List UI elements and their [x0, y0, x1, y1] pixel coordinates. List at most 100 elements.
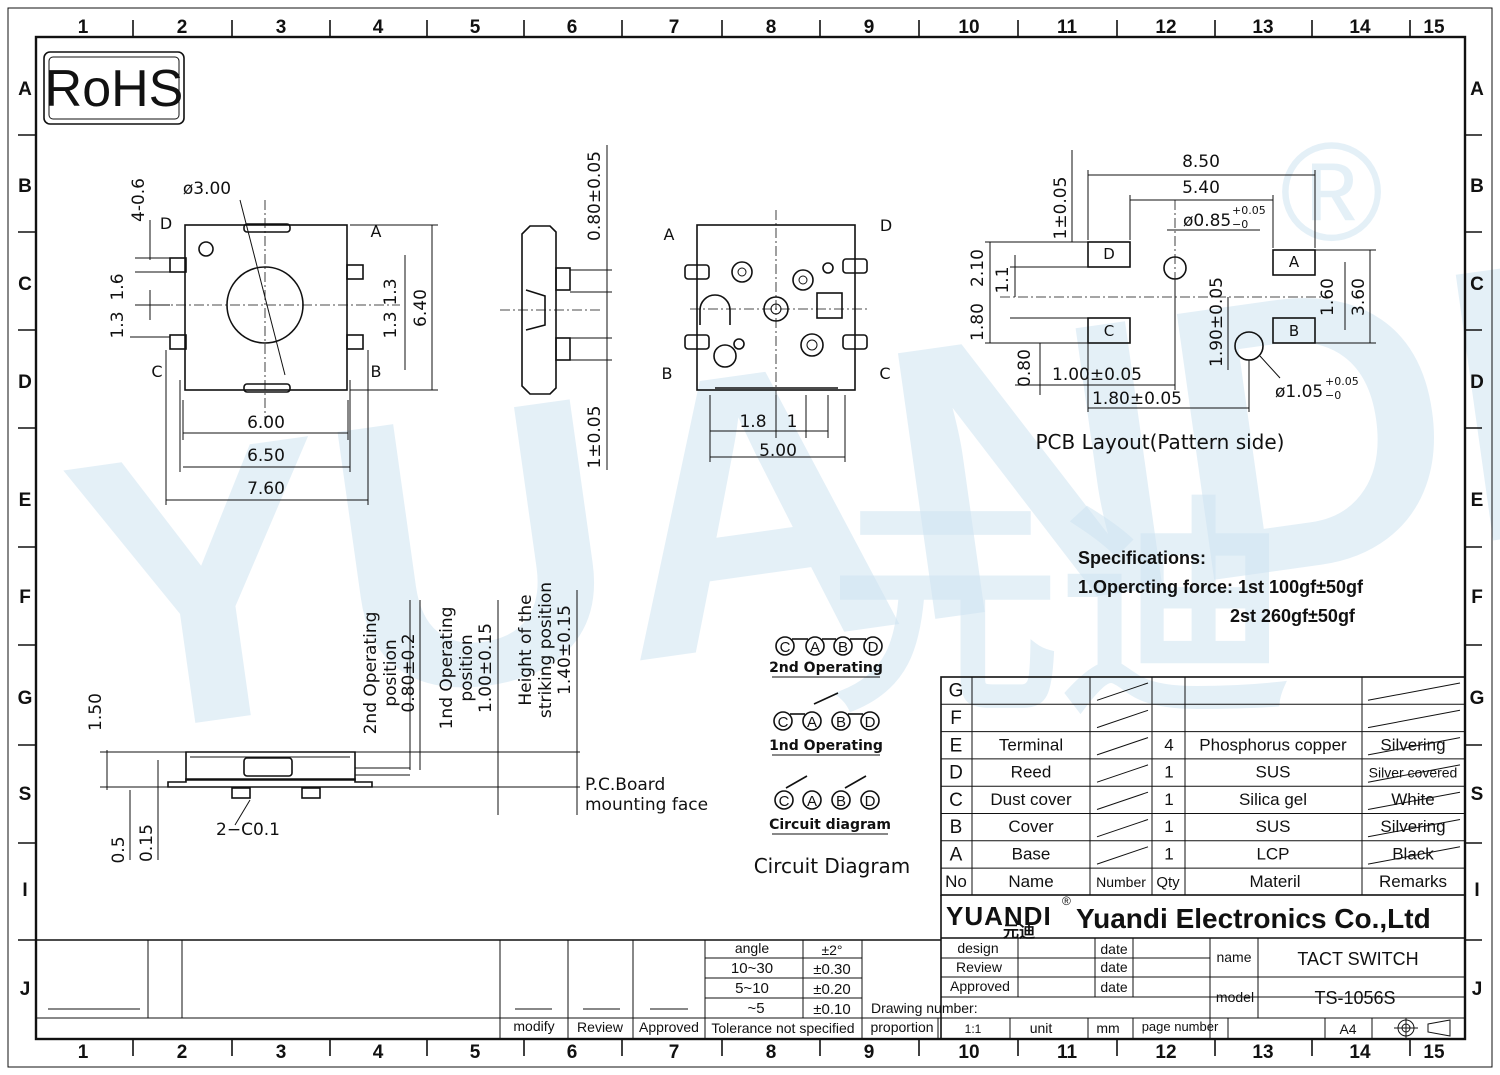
row-label-left: F — [19, 587, 31, 608]
circuit-terminal-a-icon — [805, 636, 825, 656]
tb-unit-value: mm — [1096, 1020, 1119, 1036]
col-label-top: 14 — [1349, 17, 1371, 38]
col-label-top: 3 — [276, 17, 287, 38]
circuit-title: Circuit Diagram — [754, 854, 911, 878]
row-label-left: I — [22, 880, 27, 901]
circuit-terminal-a-icon — [802, 711, 822, 731]
tol-r1-value: ±0.30 — [813, 961, 850, 978]
circuit-terminal-label: D — [865, 793, 876, 810]
row-label-left: C — [18, 274, 32, 295]
hs-line2: striking position — [536, 582, 556, 718]
row-label-left: E — [19, 490, 32, 511]
rev-approved: Approved — [639, 1019, 699, 1035]
tb-design: design — [957, 940, 998, 956]
circuit-terminal-label: A — [810, 639, 820, 656]
dim-5-00: 5.00 — [759, 441, 797, 461]
pcb-tol-small-dn: −0 — [1232, 218, 1248, 231]
bom-qty: 1 — [1164, 790, 1173, 809]
dim-side-bottom: 1±0.05 — [585, 406, 605, 469]
pcb-dim-3-60: 3.60 — [1349, 278, 1369, 316]
pcb-tol-big-dn: −0 — [1325, 389, 1341, 402]
col-label-bottom: 10 — [958, 1042, 979, 1063]
logo-latin: YUANDI — [946, 901, 1052, 931]
tb-date-2: date — [1100, 959, 1127, 975]
dim-diameter: ø3.00 — [183, 179, 231, 199]
watermark-cjk: 元迪 — [830, 478, 1290, 745]
col-label-bottom: 15 — [1423, 1042, 1445, 1063]
circuit-terminal-c-icon — [775, 636, 795, 656]
col-label-bottom: 5 — [470, 1042, 481, 1063]
op1-line1: 1nd Operating — [437, 607, 457, 730]
circuit-terminal-label: C — [779, 793, 790, 810]
pcb-tol-big-up: +0.05 — [1325, 375, 1359, 388]
watermark-registered: ® — [1280, 113, 1383, 270]
bom-material: SUS — [1256, 763, 1291, 782]
tb-proportion-value: 1:1 — [965, 1022, 982, 1036]
bom-name: Dust cover — [990, 790, 1072, 809]
bom-header-cell: Remarks — [1379, 872, 1447, 891]
op2-line2: position — [381, 639, 401, 706]
circuit-op2-label: 2nd Operating — [769, 660, 883, 676]
col-label-bottom: 4 — [373, 1042, 384, 1063]
col-label-top: 4 — [373, 17, 384, 38]
row-label-right: C — [1470, 274, 1484, 295]
dim-1-3-left: 1.3 — [108, 311, 128, 338]
dim-chamfer: 2−C0.1 — [216, 820, 280, 840]
dim-0-5: 0.5 — [109, 836, 129, 863]
pcb-dim-2-10: 2.10 — [968, 249, 988, 287]
circuit-terminal-label: B — [838, 639, 848, 656]
bom-material: LCP — [1256, 844, 1289, 863]
dim-1-50: 1.50 — [86, 693, 106, 731]
dim-1-6: 1.6 — [108, 273, 128, 300]
bom-no: D — [949, 763, 963, 784]
tb-drawing-number: Drawing number: — [871, 1000, 978, 1016]
circuit-terminal-b-icon — [831, 711, 851, 731]
bom-remarks: Silvering — [1380, 735, 1445, 754]
bom-qty: 4 — [1164, 735, 1173, 754]
bom-header-cell: Materil — [1249, 872, 1300, 891]
col-label-top: 5 — [470, 17, 481, 38]
bom-no: B — [950, 817, 963, 838]
bom-material: SUS — [1256, 817, 1291, 836]
op2-line1: 2nd Operating — [361, 612, 381, 735]
col-label-top: 10 — [958, 17, 979, 38]
circuit-terminal-label: A — [807, 714, 817, 731]
tb-date-3: date — [1100, 979, 1127, 995]
projection-symbol-icon — [1394, 1018, 1451, 1038]
tol-angle: angle — [735, 940, 769, 956]
col-label-bottom: 6 — [567, 1042, 578, 1063]
tol-r3: ~5 — [747, 1000, 764, 1017]
circuit-terminal-label: B — [836, 793, 846, 810]
pin-label-c: C — [151, 362, 162, 381]
bom-remarks: White — [1391, 790, 1434, 809]
bom-material: Phosphorus copper — [1199, 735, 1347, 754]
bom-header-cell: Number — [1096, 874, 1146, 890]
dim-6-50: 6.50 — [247, 446, 285, 466]
row-label-left: D — [18, 372, 32, 393]
bom-no: A — [950, 844, 963, 865]
col-label-bottom: 9 — [864, 1042, 875, 1063]
row-label-right: E — [1471, 490, 1484, 511]
bom-header-cell: Name — [1008, 872, 1053, 891]
bom-no: F — [950, 708, 962, 729]
op2-line3: 0.80±0.2 — [399, 633, 419, 712]
tb-model-label: model — [1216, 989, 1254, 1005]
pin-label-b: B — [371, 362, 382, 381]
circuit-terminal-a-icon — [802, 790, 822, 810]
row-label-left: G — [18, 688, 33, 709]
circuit-terminal-b-icon — [833, 636, 853, 656]
op1-line2: position — [457, 634, 477, 701]
side-view: 0.80±0.05 1±0.05 — [500, 145, 612, 470]
col-label-top: 2 — [177, 17, 188, 38]
pcb-title: PCB Layout(Pattern side) — [1036, 430, 1285, 454]
circuit-op1-label: 1nd Operating — [769, 738, 883, 754]
hs-line1: Height of the — [516, 594, 536, 705]
pcb-face-line1: P.C.Board — [585, 775, 665, 795]
row-label-right: I — [1474, 880, 1479, 901]
circuit-terminal-d-icon — [863, 636, 883, 656]
dim-side-top: 0.80±0.05 — [585, 151, 605, 241]
